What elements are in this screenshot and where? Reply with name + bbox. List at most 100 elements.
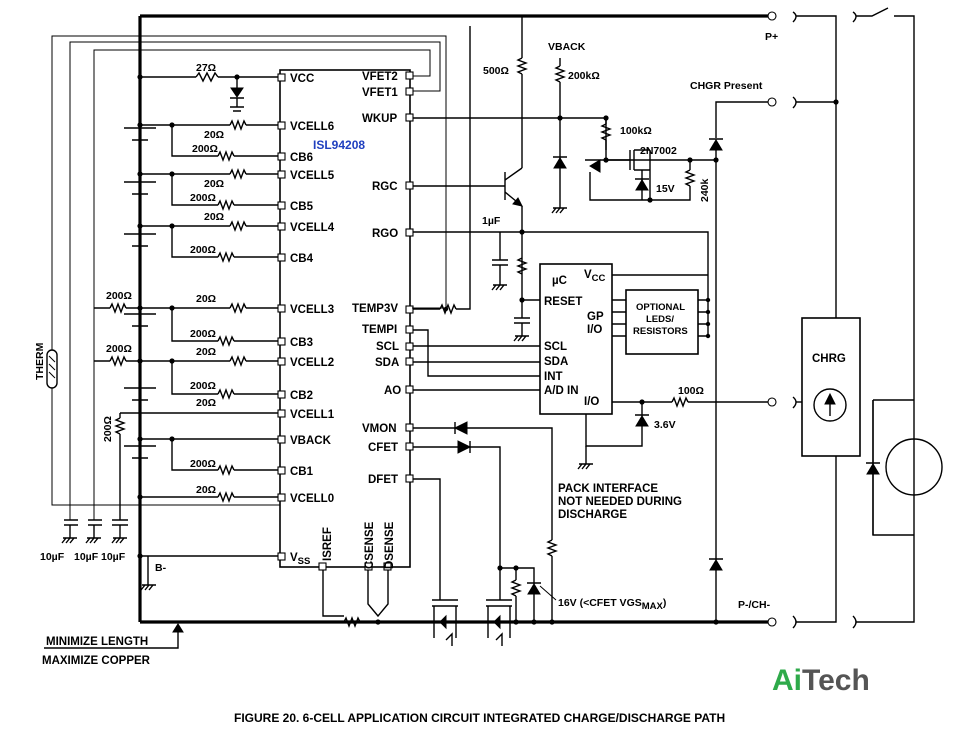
therm-label: THERM	[34, 342, 46, 380]
pin-rgo: RGO	[372, 228, 398, 240]
note-line1: PACK INTERFACE	[558, 483, 658, 495]
chgr-present-label: CHGR Present	[690, 80, 763, 92]
ic-name: ISL94208	[313, 138, 365, 152]
layout-note-line1: MINIMIZE LENGTH	[46, 636, 148, 648]
layout-note: MINIMIZE LENGTH MAXIMIZE COPPER	[42, 623, 184, 667]
pin-dsense: DSENSE	[384, 521, 396, 569]
pin-cfet: CFET	[368, 442, 398, 454]
res-label: 200Ω	[190, 244, 216, 256]
mcu-adin: A/D IN	[544, 385, 579, 397]
pin-cb3: CB3	[290, 337, 313, 349]
zener-16v-label: 16V (<CFET VGSMAX)	[558, 597, 666, 612]
res-label: 200Ω	[106, 343, 132, 355]
optional-line3: RESISTORS	[633, 326, 688, 337]
mcu-sda: SDA	[544, 356, 568, 368]
res-100k-label: 100kΩ	[620, 125, 652, 137]
pin-vfet2: VFET2	[362, 71, 398, 83]
res-label: 20Ω	[204, 178, 224, 190]
current-sense	[322, 570, 389, 628]
pin-sda: SDA	[375, 357, 399, 369]
ic-right-pin-labels: VFET2 VFET1 WKUP RGC RGO TEMP3V TEMPI SC…	[352, 71, 401, 486]
left-side-loops: THERM 10µF 10µF 10µF B-	[34, 35, 447, 574]
vback-net-label: VBACK	[548, 41, 586, 53]
mcu-gp: GP	[587, 311, 604, 323]
pin-vcc: VCC	[290, 73, 314, 85]
pin-rgc: RGC	[372, 181, 398, 193]
res-label: 20Ω	[196, 397, 216, 409]
pin-vcell1: VCELL1	[290, 409, 335, 421]
pin-vfet1: VFET1	[362, 87, 398, 99]
res-label: 200Ω	[190, 328, 216, 340]
charger-label: CHRG	[812, 353, 846, 365]
res-label: 20Ω	[196, 484, 216, 496]
pin-vss: VSS	[290, 552, 310, 567]
pin-dfet: DFET	[368, 474, 398, 486]
optional-line1: OPTIONAL	[636, 302, 685, 313]
pplus-label: P+	[765, 31, 778, 43]
pin-vcell6: VCELL6	[290, 121, 334, 133]
pin-vcell3: VCELL3	[290, 304, 334, 316]
cap-label: 10µF	[101, 551, 126, 563]
pin-temp3v: TEMP3V	[352, 303, 398, 315]
res-vcc-label: 27Ω	[196, 62, 216, 74]
mcu-vcc-label: VCC	[584, 269, 606, 284]
pin-cb1: CB1	[290, 466, 314, 478]
charger-present-circuit	[606, 101, 768, 625]
pin-vmon: VMON	[362, 423, 397, 435]
res-label: 20Ω	[204, 129, 224, 141]
res-label: 200Ω	[190, 380, 216, 392]
cap-label: 10µF	[40, 551, 65, 563]
charger-box: CHRG	[801, 317, 861, 457]
mcu-scl: SCL	[544, 341, 567, 353]
res-100-label: 100Ω	[678, 385, 704, 397]
mcu-io-1: I/O	[587, 324, 602, 336]
pin-vcell0: VCELL0	[290, 493, 334, 505]
pin-vcell5: VCELL5	[290, 170, 335, 182]
microcontroller: µC VCC RESET SCL SDA INT A/D IN GP I/O I…	[413, 263, 768, 470]
res-200k-label: 200kΩ	[568, 70, 600, 82]
res-label: 20Ω	[204, 211, 224, 223]
pin-cb4: CB4	[290, 253, 314, 265]
aitech-logo: AiTech	[772, 664, 870, 697]
mosfet-label: 2N7002	[640, 145, 677, 157]
pminus-label: P-/CH-	[738, 599, 771, 611]
pin-cb5: CB5	[290, 201, 314, 213]
res-500-label: 500Ω	[483, 65, 509, 77]
pin-cb2: CB2	[290, 390, 313, 402]
ic-bottom-pins: ISREF CSENSE DSENSE	[318, 521, 396, 571]
cap-label: 10µF	[74, 551, 99, 563]
pin-vcell2: VCELL2	[290, 357, 334, 369]
cap-1uf-label: 1µF	[482, 215, 501, 227]
layout-note-line2: MAXIMIZE COPPER	[42, 655, 151, 667]
pin-scl: SCL	[376, 341, 399, 353]
mcu-title: µC	[552, 275, 567, 287]
bminus-label: B-	[155, 562, 167, 574]
pin-wkup: WKUP	[362, 113, 397, 125]
figure-caption: FIGURE 20. 6-CELL APPLICATION CIRCUIT IN…	[234, 711, 725, 725]
pin-vback: VBACK	[290, 435, 332, 447]
pin-ao: AO	[384, 385, 401, 397]
optional-line2: LEDS/	[646, 314, 674, 325]
pin-cb6: CB6	[290, 152, 313, 164]
fet-gate-drive: 16V (<CFET VGSMAX)	[413, 421, 666, 646]
res-240k-label: 240k	[699, 178, 711, 202]
optional-leds-box: OPTIONAL LEDS/ RESISTORS	[625, 289, 711, 355]
res-label: 20Ω	[196, 293, 216, 305]
res-label: 200Ω	[106, 290, 132, 302]
pack-terminals	[767, 11, 777, 627]
mcu-io-2: I/O	[584, 396, 599, 408]
cell-sense-network	[94, 71, 278, 591]
pin-isref: ISREF	[322, 527, 334, 561]
ic-left-pin-labels: VCC VCELL6 CB6 VCELL5 CB5 VCELL4 CB4 VCE…	[290, 73, 335, 567]
cell-resistor-labels: 27Ω 20Ω 200Ω 20Ω 200Ω 20Ω 200Ω 200Ω 20Ω …	[102, 62, 224, 496]
note-line2: NOT NEEDED DURING	[558, 496, 682, 508]
temp-link	[413, 26, 471, 315]
zener-36v-label: 3.6V	[654, 419, 676, 431]
wake-regulator-circuit: 1µF 500Ω VBACK 200kΩ 100kΩ 2N7002 15V 24…	[413, 16, 711, 342]
mcu-int: INT	[544, 371, 563, 383]
note-line3: DISCHARGE	[558, 509, 627, 521]
pack-interface-note: PACK INTERFACE NOT NEEDED DURING DISCHAR…	[558, 483, 682, 521]
res-label: 200Ω	[190, 192, 216, 204]
battery-stack	[124, 127, 156, 459]
